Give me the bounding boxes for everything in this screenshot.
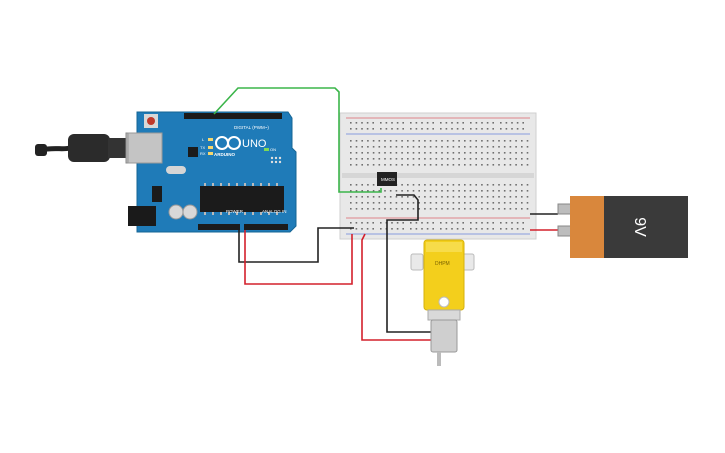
arduino-model: UNO <box>242 138 267 150</box>
power-header[interactable] <box>198 224 240 230</box>
battery-9v[interactable]: 9V <box>557 196 688 258</box>
wire-red-arduino[interactable] <box>244 230 353 285</box>
digital-header[interactable] <box>184 113 282 119</box>
wire-black-gnd-arduino[interactable] <box>238 227 354 263</box>
led-on <box>264 148 269 151</box>
wire-black-motor[interactable] <box>386 194 433 333</box>
led-rx <box>208 152 213 155</box>
battery-label: 9V <box>631 217 648 237</box>
arduino-brand: ARDUINO <box>214 152 235 157</box>
led-rx-label: RX <box>200 151 206 156</box>
led-on-label: ON <box>270 147 276 152</box>
power-label: POWER <box>226 209 244 214</box>
breadboard-holes[interactable] <box>350 122 529 230</box>
reset-button[interactable] <box>144 114 158 128</box>
arduino-logo-icon <box>215 136 241 150</box>
led-l-label: L <box>202 137 205 142</box>
dc-gear-motor[interactable]: DHPM <box>410 239 475 366</box>
capacitor-2 <box>182 204 198 220</box>
breadboard[interactable] <box>339 112 537 240</box>
motor-label: DHPM <box>435 261 450 267</box>
arduino-uno-board[interactable]: L TX RX ON UNO ARDUINO DIGITAL (PWM~) PO… <box>127 111 297 233</box>
microcontroller-chip <box>200 186 284 212</box>
wire-red-motor[interactable] <box>361 233 433 341</box>
digital-label: DIGITAL (PWM~) <box>234 125 269 130</box>
analog-header[interactable] <box>244 224 288 230</box>
mosfet-label: MMOS <box>381 177 395 182</box>
wire-green-signal[interactable] <box>213 87 382 193</box>
capacitor-1 <box>168 204 184 220</box>
analog-label: ANALOG IN <box>262 209 287 214</box>
led-tx-label: TX <box>200 145 205 150</box>
led-tx <box>208 146 213 149</box>
led-l <box>208 138 213 141</box>
mosfet-component[interactable]: MMOS <box>377 172 397 186</box>
